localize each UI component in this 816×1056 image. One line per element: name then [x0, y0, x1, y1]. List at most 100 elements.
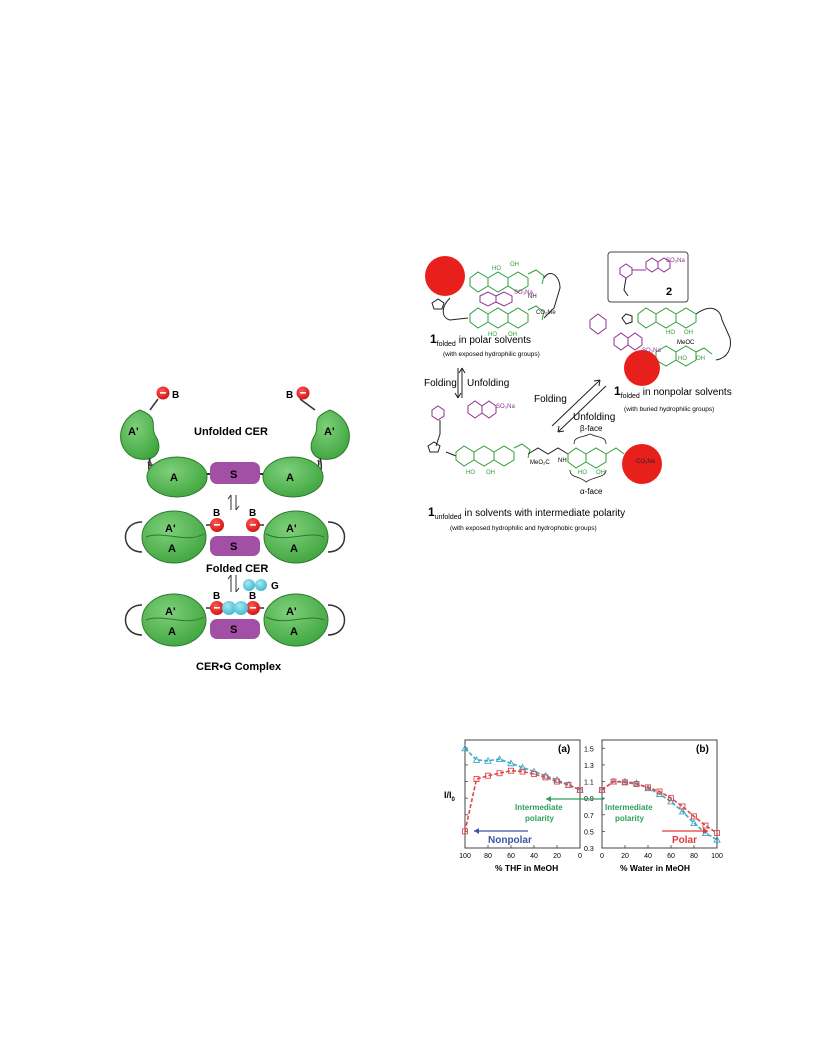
- chem-so3na-np: SO₃Na: [642, 348, 661, 354]
- note-unfolded: (with exposed hydrophilic and hydrophobi…: [450, 525, 597, 532]
- label-b-folded-left: B: [213, 508, 220, 519]
- data-point-triangle-b: [713, 835, 721, 843]
- data-point-square-b: [645, 784, 651, 791]
- x-tick-label-a: 100: [459, 853, 471, 860]
- label-a-right: A: [286, 472, 294, 484]
- data-point-square-a: [565, 781, 572, 788]
- data-point-square-b: [714, 830, 720, 836]
- folded-cer: [124, 510, 346, 564]
- y-tick-label: 1.1: [584, 780, 594, 787]
- data-point-triangle-a: [484, 756, 492, 764]
- intermediate-b-l1: Intermediate: [605, 803, 653, 812]
- label-s-folded: S: [230, 541, 237, 553]
- data-point-square-a: [577, 786, 583, 793]
- data-point-square-b: [702, 822, 709, 829]
- y-tick-label: 1.3: [584, 763, 594, 770]
- intermediate-arrow: [546, 796, 604, 802]
- hydrophilic-ball-unfolded: [622, 444, 662, 484]
- a-right: [262, 456, 324, 498]
- data-point-triangle-a: [518, 763, 527, 771]
- chem-nh: NH: [528, 294, 537, 300]
- nonpolar-arrow: [474, 828, 528, 834]
- chem-so3na-2: SO₃Na: [666, 258, 685, 264]
- y-axis-label-main: I/I: [444, 790, 452, 800]
- label-a-folded-right: A: [290, 543, 298, 555]
- data-point-square-a: [473, 776, 480, 782]
- label-unfolding-1: Unfolding: [467, 378, 509, 389]
- folded-nonpolar-structure: MeOC HO OH HO OH SO₃Na: [589, 307, 731, 386]
- x-tick-label-a: 80: [484, 853, 492, 860]
- intermediate-b-l2: polarity: [615, 814, 644, 823]
- data-point-square-a: [462, 828, 468, 835]
- label-b-left: B: [172, 390, 179, 401]
- data-point-square-b: [656, 788, 663, 795]
- label-a-folded-left: A: [168, 543, 176, 555]
- label-s-complex: S: [230, 624, 237, 636]
- nonpolar-label: Nonpolar: [488, 835, 532, 846]
- chem-nh-uf: NH: [558, 458, 567, 464]
- label-a-complex-right: A: [290, 626, 298, 638]
- x-tick-label-a: 0: [578, 853, 582, 860]
- y-axis-label-sub: 0: [452, 797, 456, 803]
- data-point-square-b: [633, 781, 640, 787]
- chem-oh-bottom: OH: [508, 332, 517, 338]
- equilibrium-arrow-1: [227, 494, 240, 511]
- x-axis-label-a: % THF in MeOH: [495, 863, 558, 873]
- folded-polar-structure: HO OH HO OH CO₂Me NH SO₃Na: [425, 256, 561, 338]
- data-point-triangle-a: [553, 775, 561, 783]
- guest-ball-1: [222, 601, 236, 615]
- y-tick-label: 1.5: [584, 746, 594, 753]
- chem-oh-uf-2: OH: [596, 470, 605, 476]
- chem-oh-uf-1: OH: [486, 470, 495, 476]
- y-axis-label: I/I0: [444, 790, 456, 803]
- x-tick-label-b: 80: [690, 853, 698, 860]
- x-tick-label-a: 60: [507, 853, 515, 860]
- label-b-complex-left: B: [213, 591, 220, 602]
- data-point-square-a: [542, 774, 549, 781]
- label-beta-face: β-face: [580, 424, 603, 433]
- note-folded-polar: (with exposed hydrophilic groups): [443, 351, 540, 358]
- compound-2-box: SO₃Na 2: [607, 251, 689, 303]
- polar-label: Polar: [672, 835, 697, 846]
- chem-oh-np-2: OH: [696, 356, 705, 362]
- label-b-folded-right: B: [249, 508, 256, 519]
- chem-co2na-uf: CO₂Na: [636, 459, 656, 465]
- data-point-triangle-b: [690, 819, 698, 827]
- x-tick-label-b: 20: [621, 853, 629, 860]
- label-a-left: A: [170, 472, 178, 484]
- cer-g-complex: [124, 593, 346, 647]
- label-a-complex-left: A: [168, 626, 176, 638]
- label-unfolded-sub: unfolded: [435, 514, 462, 521]
- chem-oh-top: OH: [510, 262, 519, 268]
- label-a-prime-left: A': [128, 426, 139, 438]
- chem-co2me: CO₂Me: [536, 310, 556, 316]
- data-point-triangle-a: [461, 744, 469, 752]
- label-folded-sub-b: folded: [621, 393, 640, 400]
- x-axis-label-b: % Water in MeOH: [620, 863, 690, 873]
- data-point-square-a: [554, 778, 560, 785]
- a-prime-right: [310, 409, 350, 460]
- x-tick-label-a: 20: [553, 853, 561, 860]
- label-s: S: [230, 469, 237, 481]
- chem-ho-uf-2: HO: [578, 470, 587, 476]
- a-prime-left: [120, 409, 160, 460]
- data-point-triangle-a: [472, 755, 481, 763]
- chem-meoc: MeOC: [677, 340, 695, 346]
- data-point-square-a: [485, 772, 491, 779]
- chem-ho-np-1: HO: [666, 330, 675, 336]
- chem-ho-np-2: HO: [678, 356, 687, 362]
- label-a-prime-folded-left: A': [165, 523, 176, 535]
- hydrophilic-ball-nonpolar: [624, 350, 660, 386]
- label-b-right: B: [286, 390, 293, 401]
- panel-b-label: (b): [696, 744, 709, 755]
- data-point-triangle-b: [632, 779, 641, 787]
- series-layer: [461, 744, 721, 843]
- data-point-triangle-b: [667, 797, 675, 805]
- data-point-triangle-b: [621, 777, 629, 785]
- guest-ball-2: [234, 601, 248, 615]
- label-a-prime-complex-right: A': [286, 606, 297, 618]
- unfolded-structure: β-face α-face HO OH HO OH MeO₂C NH SO₃Na…: [427, 400, 662, 496]
- equilibrium-arrows-vertical: [454, 367, 466, 399]
